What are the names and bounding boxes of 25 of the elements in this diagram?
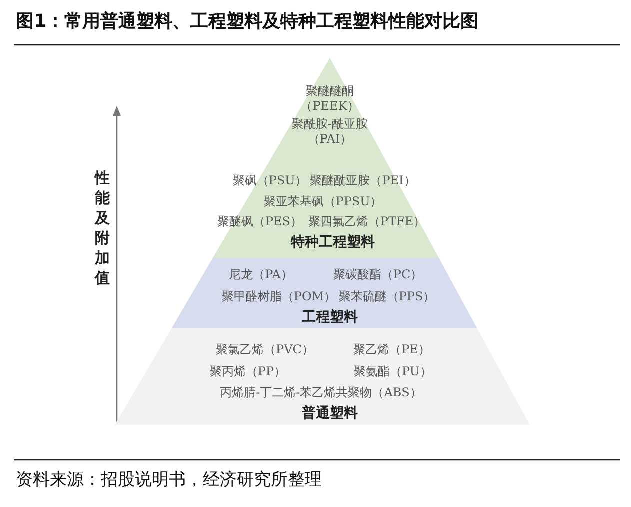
material-label: 尼龙（PA） (229, 268, 293, 282)
material-label: 聚丙烯（PP） (210, 364, 286, 380)
material-label: 聚乙烯（PE） (354, 342, 430, 358)
material-label: 聚亚苯基砜（PPSU） (264, 194, 382, 210)
material-label: 聚四氟乙烯（PTFE） (308, 214, 426, 230)
material-label: 聚砜（PSU） (232, 174, 308, 188)
source-note: 资料来源：招股说明书，经济研究所整理 (16, 469, 322, 491)
material-label: 聚氯乙烯（PVC） (216, 342, 314, 358)
pyramid-tier (172, 258, 477, 328)
pyramid-tier (115, 328, 530, 425)
pyramid-tier (213, 58, 439, 258)
figure-title: 图1：常用普通塑料、工程塑料及特种工程塑料性能对比图 (16, 10, 479, 33)
material-label: 聚苯硫醚（PPS） (338, 290, 436, 304)
material-label: 聚碳酸酯（PC） (333, 268, 423, 282)
material-label: 聚氨酯（PU） (354, 364, 432, 380)
tier-title: 特种工程塑料 (291, 236, 375, 250)
material-label: 聚醚醚酮（PEEK） (300, 84, 360, 114)
material-label: 丙烯腈-丁二烯-苯乙烯共聚物（ABS） (220, 386, 422, 400)
material-label: 聚醚砜（PES） (217, 214, 303, 230)
axis-label: 性能及附加值 (94, 168, 111, 288)
material-label: 聚甲醛树脂（POM） (222, 290, 336, 304)
material-label: 聚醚酰亚胺（PEI） (310, 174, 416, 188)
material-label: 聚酰胺-酰亚胺（PAI） (290, 117, 370, 147)
tier-title: 工程塑料 (302, 310, 358, 326)
tier-title: 普通塑料 (302, 406, 358, 422)
